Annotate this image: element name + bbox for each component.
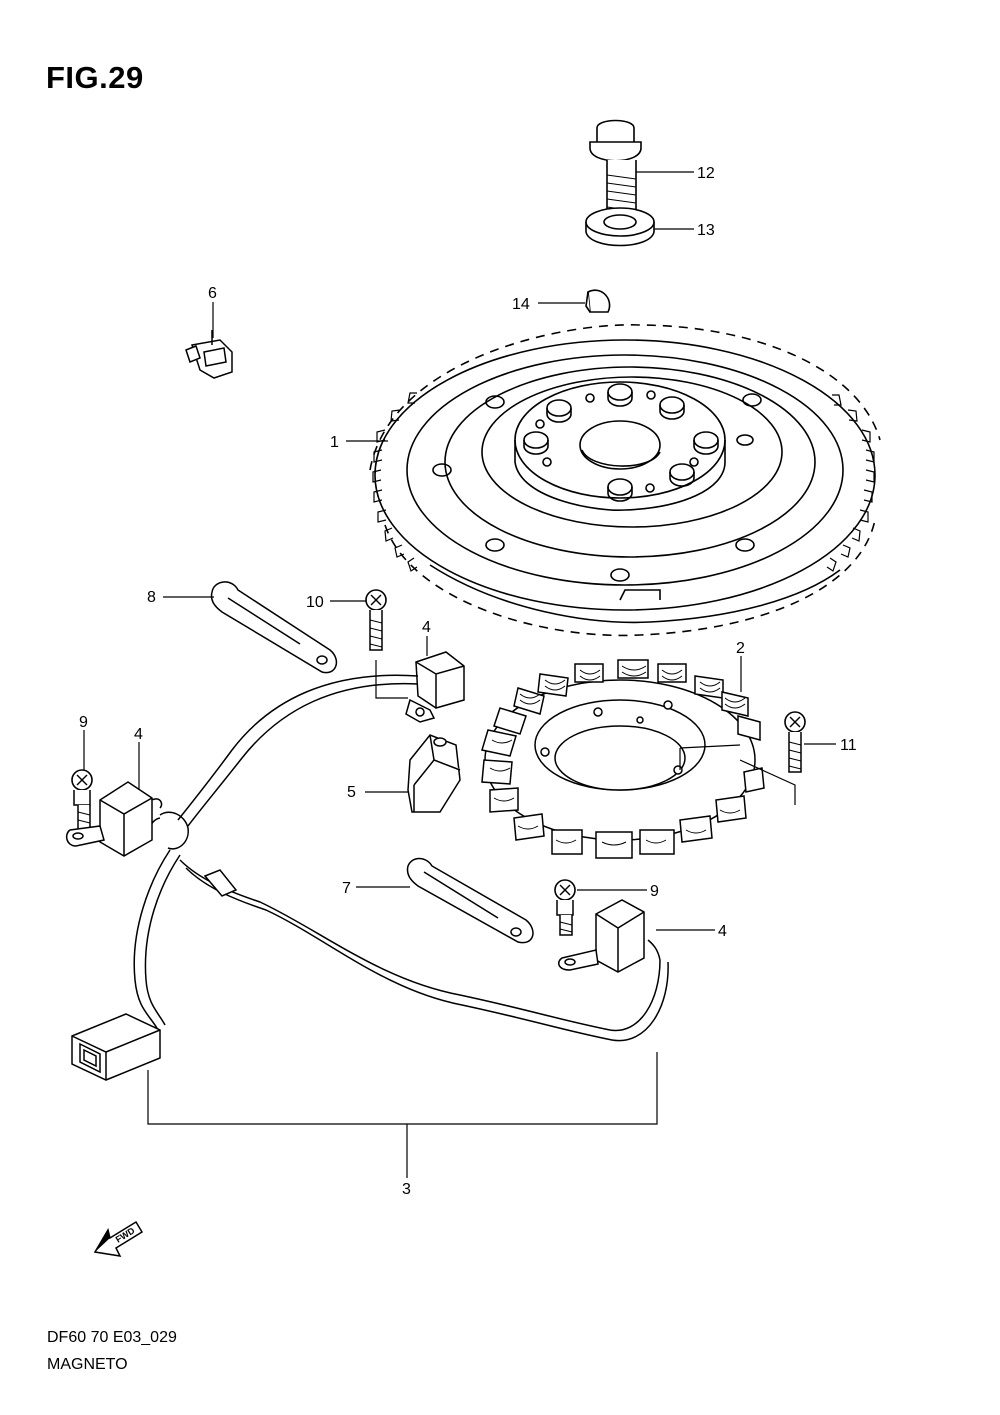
callout-9-right: 9 [650,883,659,900]
washer [585,207,655,247]
leader-lines [83,171,836,931]
callout-5: 5 [347,784,356,801]
callout-7: 7 [342,880,351,897]
pulser-coil [407,734,461,813]
clamp [185,330,233,379]
screw-11 [784,711,806,773]
wire-harness [133,674,669,1042]
flywheel-bolt [589,119,642,222]
callout-10: 10 [306,594,324,611]
callout-2: 2 [736,640,745,657]
screw-10 [365,589,408,699]
flywheel [369,324,881,637]
callout-3: 3 [402,1181,411,1198]
callout-11: 11 [840,737,857,754]
harness-coupler [71,1013,161,1081]
connector-upper [405,651,465,723]
screw-9-left [71,769,93,831]
stator [481,659,765,859]
callout-4-upper: 4 [422,619,431,636]
callout-9-left: 9 [79,714,88,731]
callout-labels: 1 2 3 4 4 4 5 6 7 8 9 9 10 11 12 13 14 [79,165,857,1198]
callout-6: 6 [208,285,217,302]
callout-14: 14 [512,296,530,313]
woodruff-key [585,289,611,313]
callout-4-right: 4 [718,923,727,940]
figure-title: FIG.29 [46,60,144,95]
strap-8 [210,581,338,674]
strap-7 [406,857,534,944]
fwd-arrow-icon: FWD [93,1220,144,1257]
callout-13: 13 [697,222,715,239]
screw-9-right [554,879,576,936]
callout-1: 1 [330,434,339,451]
connector-right [557,899,645,973]
callout-8: 8 [147,589,156,606]
connector-left [65,781,163,857]
callout-12: 12 [697,165,715,182]
diagram-code: DF60 70 E03_029 [47,1329,177,1346]
diagram-name: MAGNETO [47,1356,128,1373]
callout-4-left: 4 [134,726,143,743]
